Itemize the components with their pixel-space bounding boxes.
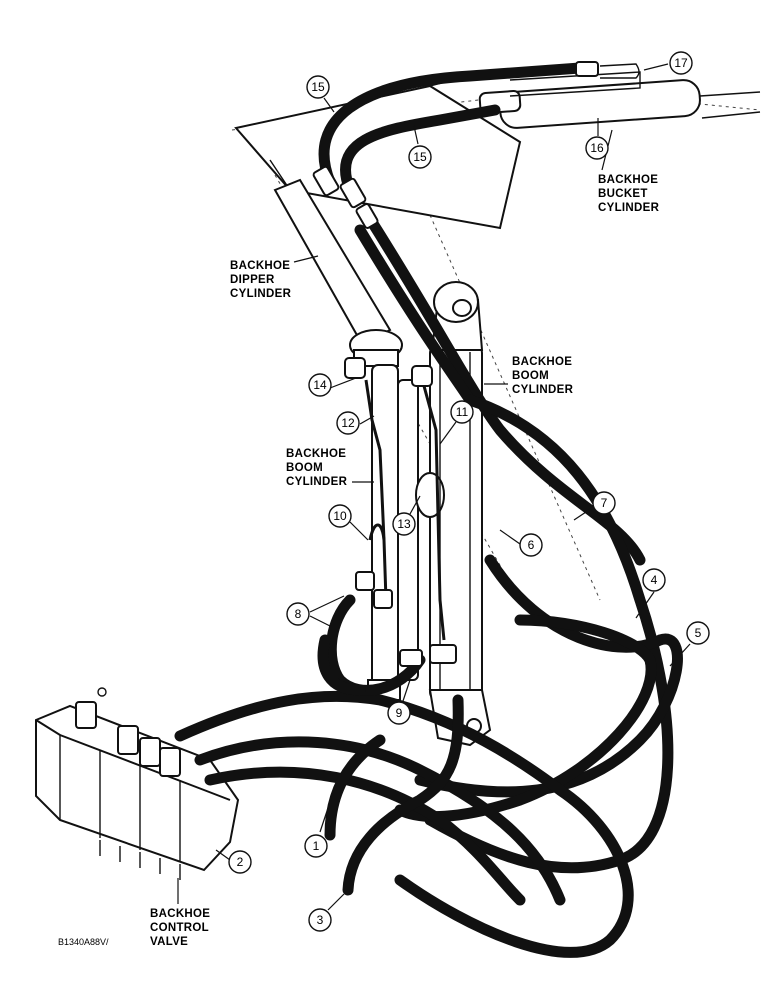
dipper-cylinder	[273, 178, 403, 367]
label-boom-cylinder-right: BACKHOE BOOM CYLINDER	[484, 356, 574, 396]
svg-text:17: 17	[674, 56, 688, 70]
callout-3: 3	[308, 893, 345, 932]
label-line: BUCKET	[598, 188, 648, 200]
svg-text:2: 2	[237, 855, 244, 869]
svg-text:4: 4	[651, 573, 658, 587]
label-line: CYLINDER	[598, 202, 660, 214]
svg-text:1: 1	[313, 839, 320, 853]
label-line: CONTROL	[150, 922, 209, 934]
bucket-cylinder	[478, 71, 761, 129]
label-line: BACKHOE	[150, 908, 210, 920]
svg-text:5: 5	[695, 626, 702, 640]
callout-5: 5	[669, 621, 710, 667]
callout-16: 16	[585, 118, 609, 160]
label-line: CYLINDER	[230, 288, 292, 300]
svg-text:11: 11	[456, 405, 469, 419]
label-line: BOOM	[512, 370, 549, 382]
svg-text:16: 16	[590, 141, 604, 155]
boom-structure	[231, 75, 761, 601]
fittings	[312, 61, 640, 667]
callout-10: 10	[328, 504, 369, 541]
label-line: BOOM	[286, 462, 323, 474]
svg-text:15: 15	[311, 80, 325, 94]
callout-11: 11	[439, 400, 474, 445]
label-line: VALVE	[150, 936, 188, 948]
hydraulic-hoses	[174, 62, 683, 958]
svg-text:14: 14	[313, 378, 327, 392]
callout-2: 2	[215, 849, 252, 874]
callout-9: 9	[387, 679, 411, 725]
label-line: CYLINDER	[512, 384, 574, 396]
callout-14: 14	[308, 373, 357, 397]
callout-17: 17	[643, 51, 693, 75]
label-line: BACKHOE	[598, 174, 658, 186]
svg-text:9: 9	[396, 706, 403, 720]
svg-text:6: 6	[528, 538, 535, 552]
callout-13: 13	[392, 495, 421, 536]
label-dipper-cylinder: BACKHOE DIPPER CYLINDER	[230, 255, 319, 300]
svg-text:15: 15	[413, 150, 427, 164]
label-line: BACKHOE	[230, 260, 290, 272]
svg-text:10: 10	[333, 509, 347, 523]
callout-7: 7	[573, 491, 616, 521]
callout-15-left: 15	[306, 75, 335, 113]
callout-15-center: 15	[408, 125, 432, 169]
label-line: BACKHOE	[286, 448, 346, 460]
label-line: DIPPER	[230, 274, 275, 286]
label-boom-cylinder-left: BACKHOE BOOM CYLINDER	[286, 448, 374, 488]
callout-1: 1	[304, 807, 329, 858]
label-line: CYLINDER	[286, 476, 348, 488]
svg-text:8: 8	[295, 607, 302, 621]
label-control-valve: BACKHOE CONTROL VALVE	[150, 878, 210, 948]
callout-4: 4	[635, 568, 666, 619]
callout-8: 8	[286, 595, 345, 627]
figure-code: B1340A88V/	[58, 937, 109, 947]
control-valve-body	[35, 687, 240, 880]
label-line: BACKHOE	[512, 356, 572, 368]
svg-text:13: 13	[397, 517, 411, 531]
callout-6: 6	[499, 529, 543, 557]
callout-12: 12	[336, 411, 375, 435]
svg-text:12: 12	[341, 416, 355, 430]
svg-text:3: 3	[317, 913, 324, 927]
label-bucket-cylinder: BACKHOE BUCKET CYLINDER	[598, 129, 660, 214]
svg-text:7: 7	[601, 496, 608, 510]
